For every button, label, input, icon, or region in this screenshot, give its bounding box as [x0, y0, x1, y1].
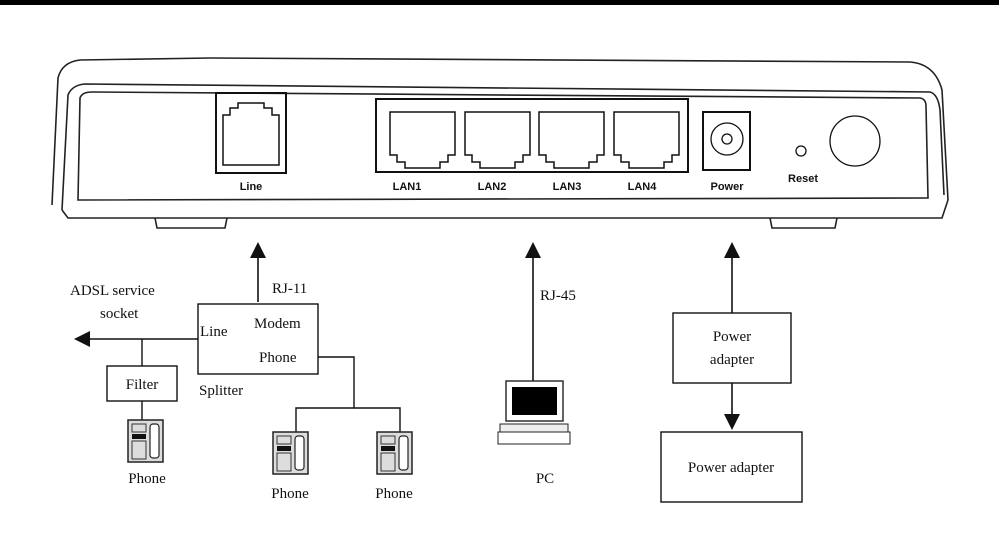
phone-label: Phone	[128, 471, 166, 487]
reset-button-hole	[795, 145, 807, 157]
router-back-panel	[51, 57, 949, 229]
filter-label: Filter	[126, 377, 159, 393]
phone-branch-wire-right	[354, 407, 401, 432]
power-port	[702, 111, 751, 171]
phone-icon	[376, 431, 413, 475]
lan3-label: LAN3	[553, 181, 582, 193]
power-adapter-top-line2: adapter	[710, 352, 754, 368]
lan4-port	[613, 111, 680, 169]
reset-label: Reset	[788, 173, 818, 185]
adsl-socket-label-line1: ADSL service	[70, 283, 155, 299]
power-adapter-box-bottom	[660, 431, 803, 503]
splitter-label: Splitter	[199, 383, 243, 399]
lan2-label: LAN2	[478, 181, 507, 193]
splitter-modem-port-label: Modem	[254, 316, 301, 332]
rj11-label: RJ-11	[272, 281, 307, 297]
pc-icon	[497, 380, 571, 445]
lan3-port	[538, 111, 605, 169]
line-port-label: Line	[240, 181, 263, 193]
phone-branch-wire	[295, 356, 355, 432]
lan-ports	[375, 98, 689, 173]
phone-label: Phone	[375, 486, 413, 502]
power-port-label: Power	[710, 181, 744, 193]
power-adapter-box-top	[672, 312, 792, 384]
pc-label: PC	[536, 471, 554, 487]
phone-icon	[127, 419, 164, 463]
adsl-socket-label-line2: socket	[100, 306, 139, 322]
lan1-label: LAN1	[393, 181, 422, 193]
phone-icon	[272, 431, 309, 475]
line-port	[215, 92, 287, 174]
phone-label: Phone	[271, 486, 309, 502]
lan1-port	[389, 111, 456, 169]
lan4-label: LAN4	[628, 181, 658, 193]
lan2-port	[464, 111, 531, 169]
power-adapter-top-line1: Power	[713, 329, 751, 345]
top-border	[0, 0, 999, 5]
rj45-label: RJ-45	[540, 288, 576, 304]
splitter-phone-port-label: Phone	[259, 350, 297, 366]
power-adapter-bottom-label: Power adapter	[688, 460, 774, 476]
splitter-line-port-label: Line	[200, 324, 228, 340]
power-switch-icon	[829, 115, 881, 167]
